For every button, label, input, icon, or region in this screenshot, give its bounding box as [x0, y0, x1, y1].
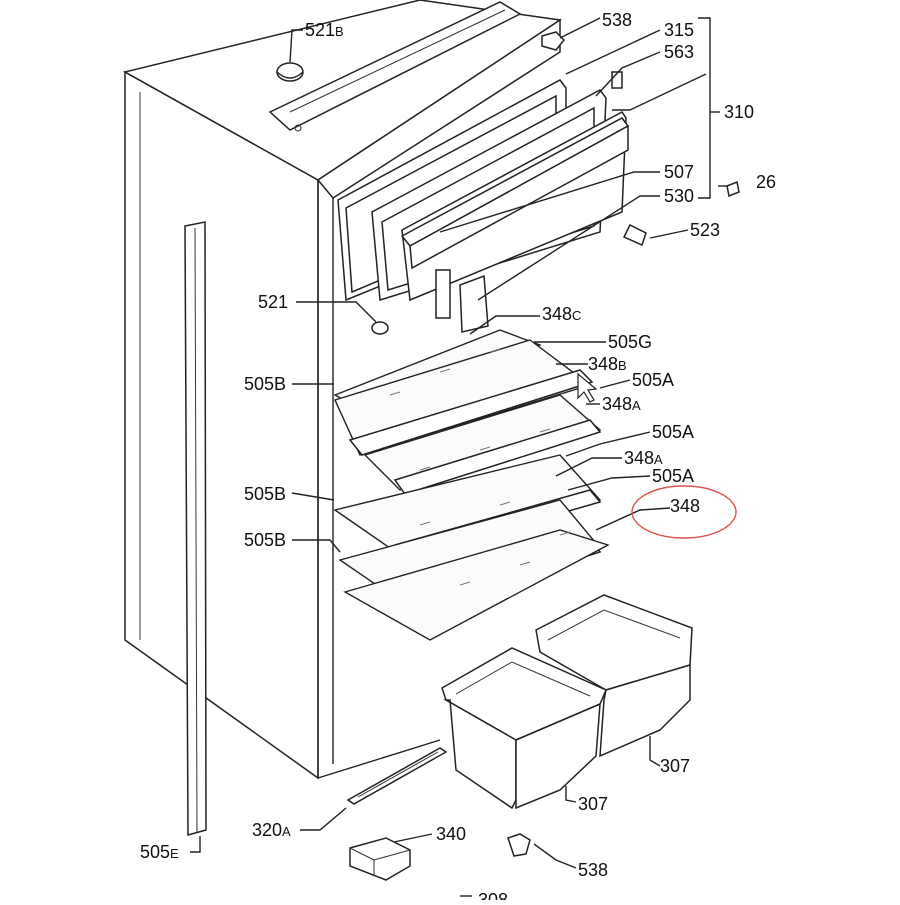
bushing-523 [622, 223, 647, 247]
label-523: 523 [690, 220, 720, 240]
label-340: 340 [436, 824, 466, 844]
shelf-bottom-plate [343, 529, 610, 641]
label-505e: 505E [140, 842, 179, 862]
label-521b: 521B [305, 20, 344, 40]
bottom-parts [346, 747, 531, 881]
label-348a-2: 348A [624, 448, 663, 468]
label-348a-1: 348A [602, 394, 641, 414]
label-308: 308 [478, 890, 508, 900]
door-gasket-505e [184, 221, 207, 836]
hinge-530 [435, 269, 489, 333]
cap-521b [276, 62, 304, 82]
label-530: 530 [664, 186, 694, 206]
label-505b-2: 505B [244, 484, 286, 504]
hinge-pin-538-top [541, 31, 566, 51]
label-348b: 348B [588, 354, 627, 374]
leader-lines [190, 17, 728, 897]
label-505a-3: 505A [652, 466, 694, 486]
label-26: 26 [756, 172, 776, 192]
label-505g: 505G [608, 332, 652, 352]
label-538-bottom: 538 [578, 860, 608, 880]
small-parts-top [541, 31, 740, 247]
shelf-348a-upper [363, 394, 602, 491]
label-310: 310 [724, 102, 754, 122]
label-507: 507 [664, 162, 694, 182]
cap-521 [371, 321, 389, 335]
label-348: 348 [670, 496, 700, 516]
trim-505g [348, 369, 594, 456]
label-505b-3: 505B [244, 530, 286, 550]
label-521: 521 [258, 292, 288, 312]
part-labels: 521B 538 315 563 310 26 507 530 523 521 … [140, 10, 776, 905]
label-307-right: 307 [660, 756, 690, 776]
label-505b-1: 505B [244, 374, 286, 394]
mouse-cursor [577, 372, 598, 403]
highlight-ellipse-348 [631, 485, 737, 539]
label-320a: 320A [252, 820, 291, 840]
label-563: 563 [664, 42, 694, 62]
label-505a-2: 505A [652, 422, 694, 442]
grille-320a [346, 747, 448, 805]
label-505a-1: 505A [632, 370, 674, 390]
hinge-pin-538-bottom [507, 833, 531, 857]
label-315: 315 [664, 20, 694, 40]
top-hinge-rail [268, 1, 522, 132]
crisper-drawer-right [535, 594, 693, 758]
handle-507 [400, 117, 630, 270]
shelf-348a-lower [333, 454, 602, 556]
label-348c: 348C [542, 304, 581, 324]
crisper-drawer-left [441, 647, 607, 810]
label-538-top: 538 [602, 10, 632, 30]
block-340 [349, 837, 411, 881]
crisper-drawers [441, 594, 693, 810]
label-307-left: 307 [578, 794, 608, 814]
trim-505a-upper [393, 419, 602, 495]
clip-26 [726, 180, 740, 198]
shelves [333, 329, 610, 641]
